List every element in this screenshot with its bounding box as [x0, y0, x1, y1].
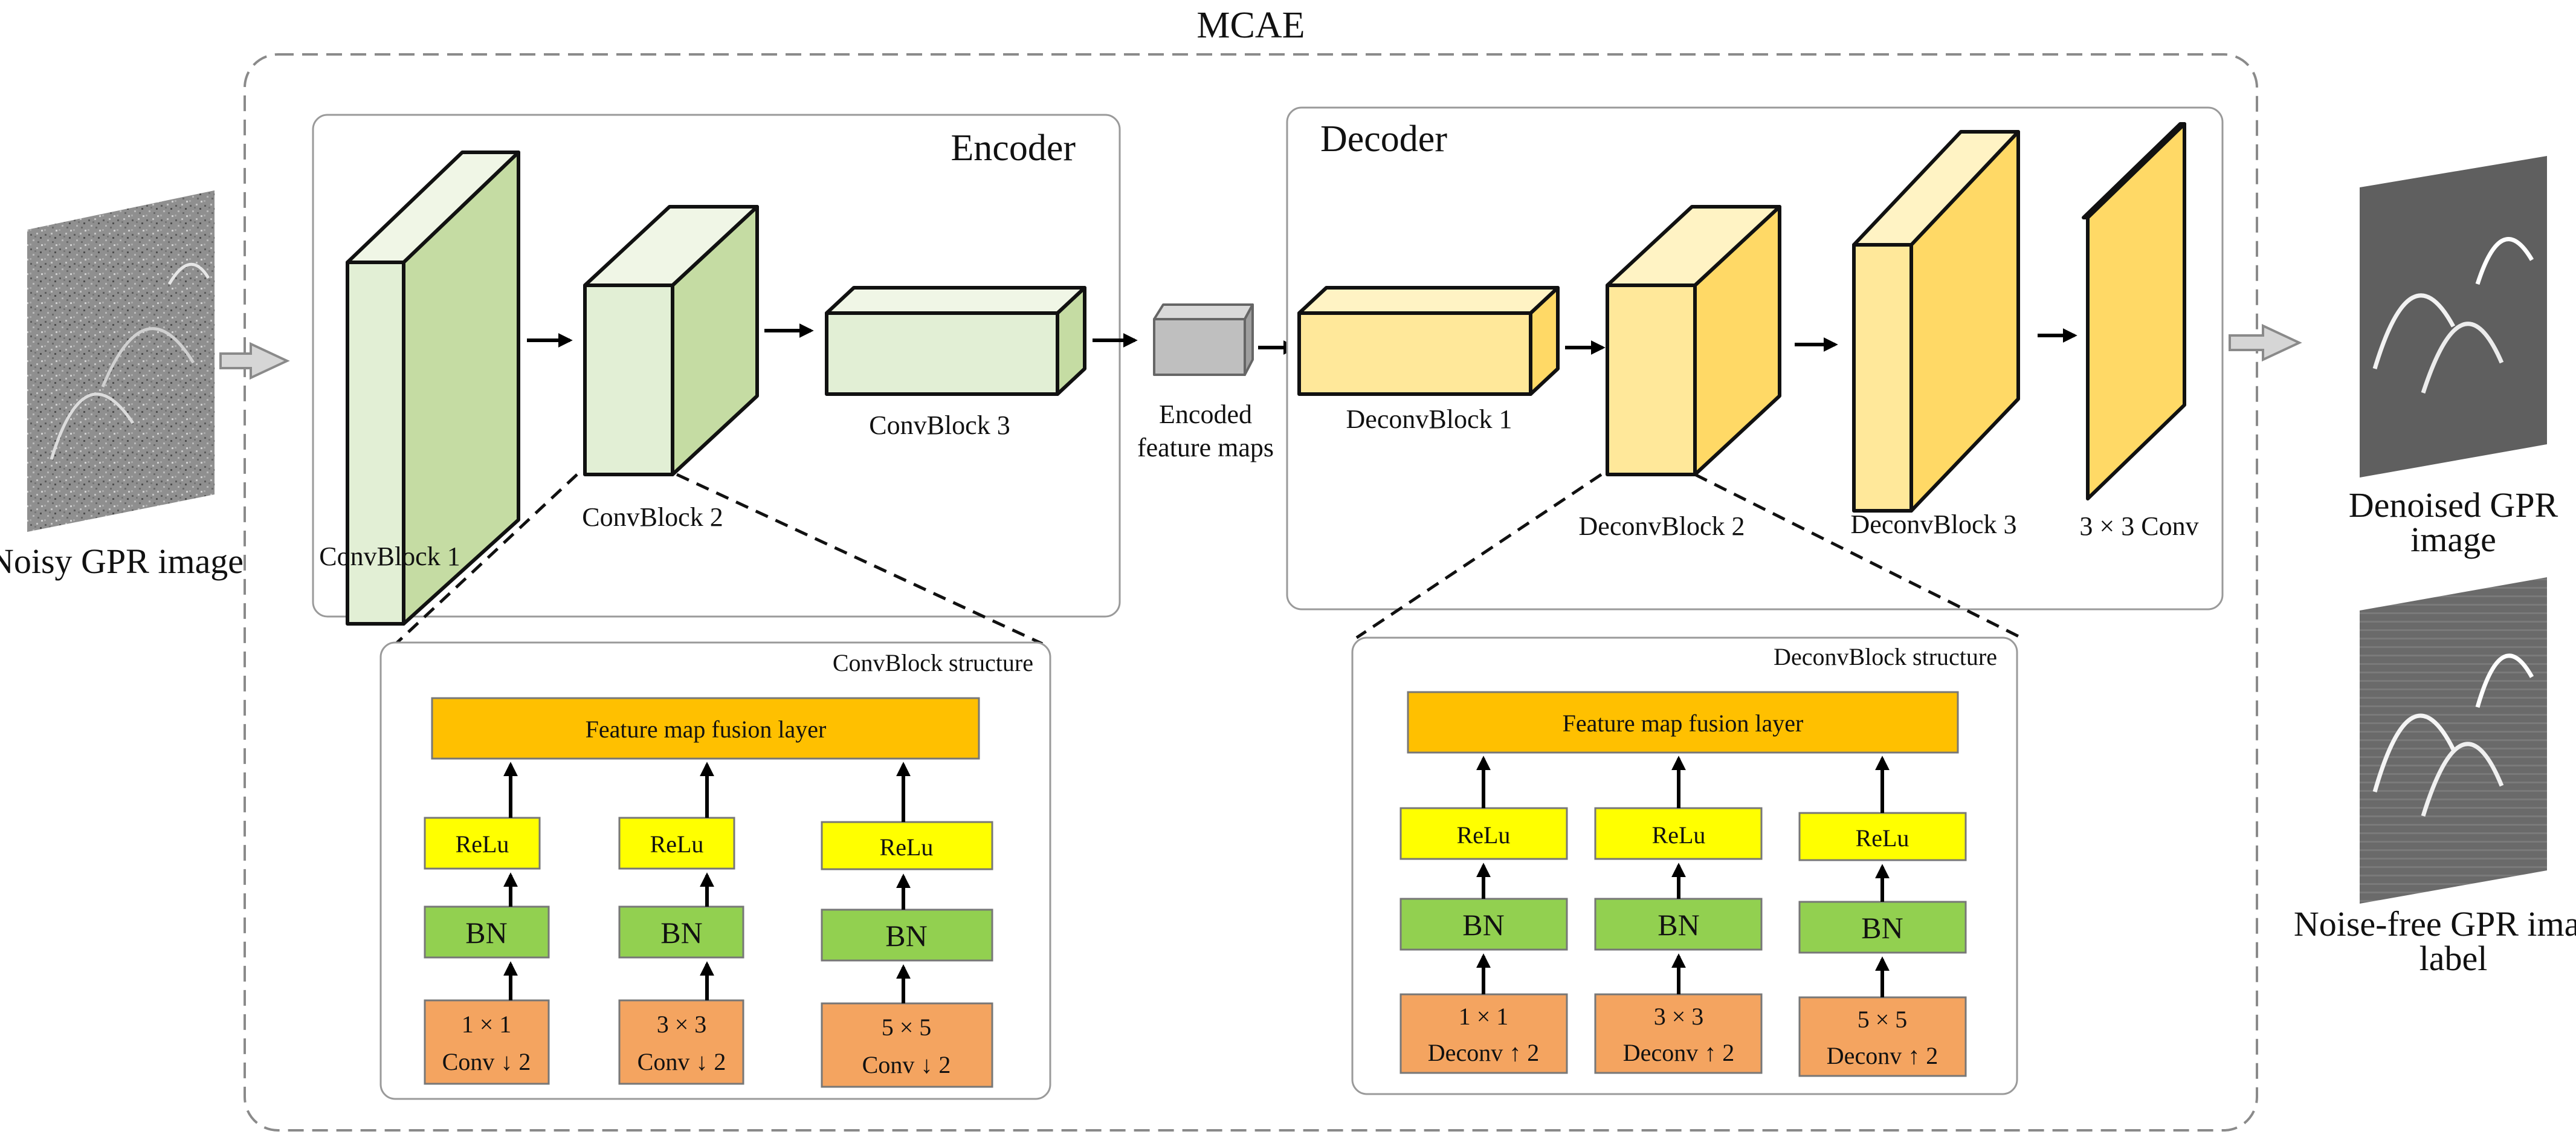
conv-bn-1-label: BN: [465, 916, 507, 950]
deconv-relu-1: [1399, 807, 1568, 860]
deconvblock-3-shape: [1852, 130, 2020, 513]
conv-op-3-op: Conv ↓ 2: [862, 1051, 951, 1078]
deconv-relu-2-label: ReLu: [1652, 821, 1706, 849]
denoised-label-line2: image: [2410, 520, 2496, 559]
conv-bn-3: [821, 908, 993, 962]
encoder-title: Encoder: [951, 128, 1076, 169]
convblock-1-label: ConvBlock 1: [319, 542, 460, 571]
deconvblock-2-shape: [1606, 205, 1781, 476]
deconv-fusion-label: Feature map fusion layer: [1563, 710, 1804, 737]
deconvblock-1-shape: [1297, 286, 1560, 396]
final-conv-shape: [2082, 122, 2186, 500]
deconv-op-1-kernel: 1 × 1: [1459, 1003, 1509, 1030]
conv-op-2-op: Conv ↓ 2: [638, 1048, 726, 1075]
deconv-op-3: [1798, 996, 1967, 1077]
conv-op-1-op: Conv ↓ 2: [442, 1048, 531, 1075]
deconv-fusion-layer: [1407, 691, 1959, 754]
conv-bn-1: [424, 905, 550, 959]
deconv-relu-1-label: ReLu: [1457, 821, 1511, 849]
final-conv-label: 3 × 3 Conv: [2079, 511, 2198, 541]
deconv-op-1: [1399, 993, 1568, 1074]
noise-free-gpr-image: [2360, 577, 2547, 904]
conv-relu-1-label: ReLu: [456, 831, 509, 858]
convblock-2-label: ConvBlock 2: [582, 502, 723, 532]
deconv-bn-2: [1594, 898, 1763, 951]
encoded-label-line1: Encoded: [1159, 400, 1252, 429]
deconvblock-1-label: DeconvBlock 1: [1346, 404, 1512, 434]
conv-bn-2-label: BN: [660, 916, 702, 950]
deconv-op-2-op: Deconv ↑ 2: [1623, 1039, 1734, 1066]
encoded-label-line2: feature maps: [1137, 433, 1274, 462]
deconv-bn-3: [1798, 901, 1967, 954]
deconv-op-2: [1594, 993, 1763, 1074]
conv-op-2: [618, 999, 744, 1085]
deconvblock-3-label: DeconvBlock 3: [1851, 510, 2017, 539]
noise-free-label-line1: Noise-free GPR image: [2294, 904, 2576, 944]
deconv-bn-2-label: BN: [1658, 908, 1699, 942]
decoder-title: Decoder: [1320, 118, 1447, 160]
conv-relu-2-label: ReLu: [650, 831, 704, 858]
noisy-gpr-image: [27, 190, 215, 532]
encoded-feature-maps-shape: [1153, 303, 1254, 376]
convblock-3-shape: [825, 286, 1086, 396]
conv-relu-2: [618, 817, 735, 870]
deconvblock-structure-title: DeconvBlock structure: [1774, 643, 1997, 670]
denoised-label-line1: Denoised GPR: [2349, 485, 2558, 525]
deconv-op-3-kernel: 5 × 5: [1858, 1006, 1908, 1033]
conv-op-1-kernel: 1 × 1: [462, 1011, 512, 1038]
conv-relu-1: [424, 817, 541, 870]
deconv-op-2-kernel: 3 × 3: [1654, 1003, 1704, 1030]
conv-bn-3-label: BN: [885, 919, 927, 953]
conv-op-2-kernel: 3 × 3: [657, 1011, 707, 1038]
conv-fusion-label: Feature map fusion layer: [586, 716, 827, 743]
conv-relu-3-label: ReLu: [880, 834, 934, 861]
deconv-op-1-op: Deconv ↑ 2: [1428, 1039, 1539, 1066]
conv-fusion-layer: [431, 697, 980, 760]
deconv-bn-3-label: BN: [1861, 911, 1903, 945]
zoom-line-deconv-left: [1355, 473, 1603, 640]
convblock-structure-diagram: Feature map fusion layer ReLu BN 1 × 1 C…: [424, 697, 993, 1088]
deconv-bn-1-label: BN: [1462, 908, 1504, 942]
noisy-image-label: Noisy GPR image: [0, 542, 244, 581]
deconv-relu-2: [1594, 807, 1763, 860]
deconv-relu-3-label: ReLu: [1856, 824, 1909, 852]
deconvblock-2-label: DeconvBlock 2: [1579, 511, 1745, 541]
deconv-op-3-op: Deconv ↑ 2: [1827, 1042, 1938, 1069]
denoised-gpr-image: [2360, 156, 2547, 478]
conv-op-3: [821, 1002, 993, 1088]
output-arrow: [2229, 323, 2302, 362]
conv-op-1: [424, 999, 550, 1085]
input-arrow: [219, 342, 290, 380]
noise-free-label-line2: label: [2419, 939, 2488, 978]
deconv-bn-1: [1399, 898, 1568, 951]
convblock-structure-title: ConvBlock structure: [833, 649, 1033, 676]
conv-relu-3: [821, 821, 993, 870]
convblock-3-label: ConvBlock 3: [869, 410, 1010, 440]
mcae-title: MCAE: [1196, 5, 1305, 46]
zoom-line-deconv-right: [1694, 473, 2022, 640]
conv-bn-2: [618, 905, 744, 959]
mcae-frame: [244, 53, 2258, 1132]
deconv-relu-3: [1798, 812, 1967, 861]
zoom-line-conv-left: [395, 473, 578, 645]
convblock-2-shape: [583, 205, 759, 476]
conv-op-3-kernel: 5 × 5: [882, 1014, 932, 1041]
zoom-line-conv-right: [676, 473, 1044, 646]
convblock-1-shape: [346, 151, 520, 626]
deconvblock-structure-diagram: Feature map fusion layer ReLu BN 1 × 1 D…: [1399, 691, 1967, 1077]
